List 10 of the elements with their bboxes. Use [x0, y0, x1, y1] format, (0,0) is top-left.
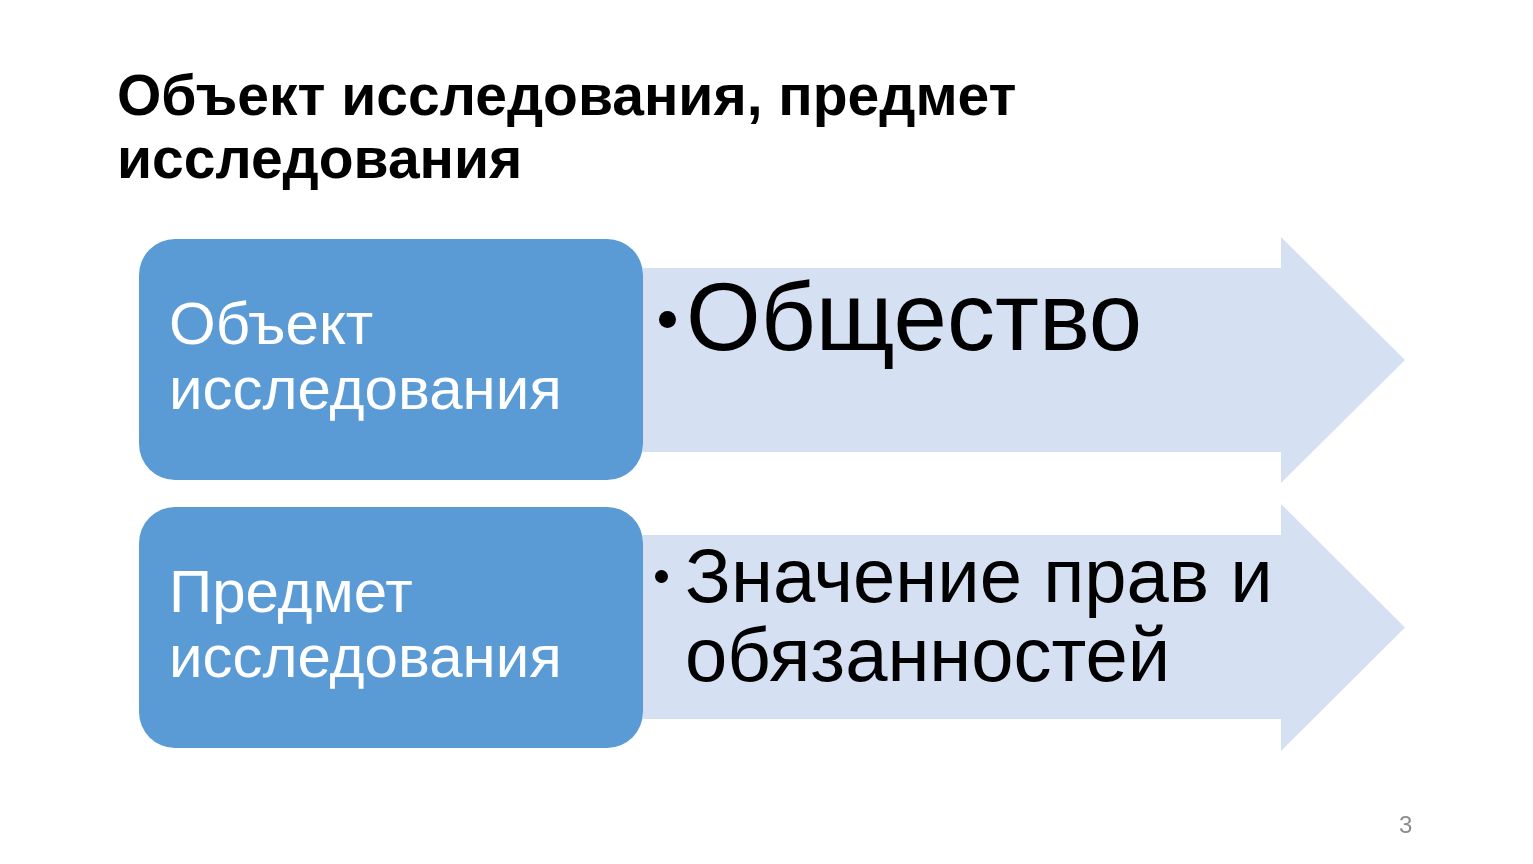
slide-title: Объект исследования, предмет исследования [117, 64, 1018, 190]
bullet-text: Общество [686, 267, 1144, 367]
bullet-text: Значение прав и обязанностей [685, 536, 1274, 694]
arrow-shape [643, 237, 1405, 483]
box-label: Предмет исследования [169, 559, 563, 689]
rounded-box [139, 507, 643, 748]
arrow-shape [643, 504, 1405, 751]
rounded-box [139, 239, 643, 480]
box-label: Объект исследования [169, 291, 563, 421]
page-number: 3 [1399, 811, 1413, 839]
